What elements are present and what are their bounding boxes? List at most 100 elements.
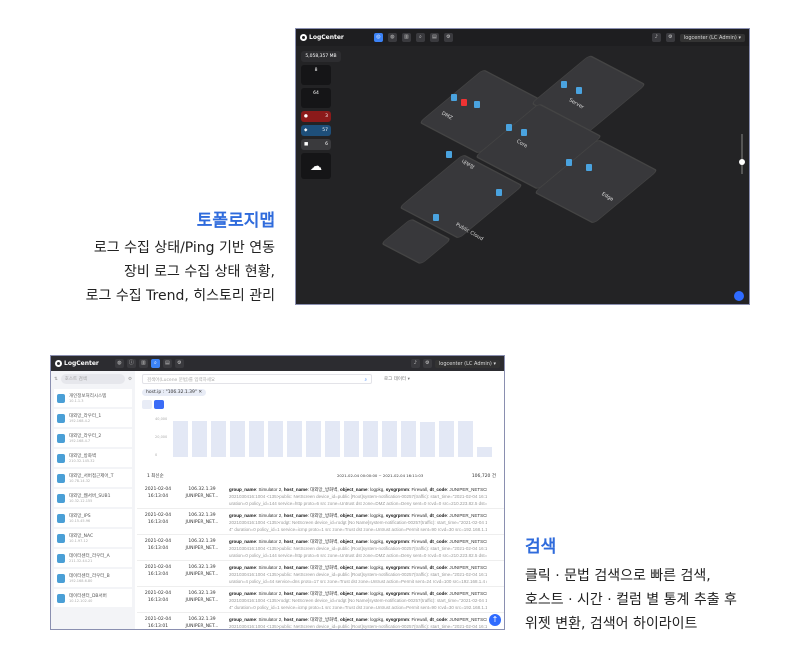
field-key[interactable]: group_name [229, 513, 257, 518]
histogram-bar[interactable] [382, 421, 397, 457]
histogram-bar[interactable] [477, 447, 492, 457]
search-nav-icon[interactable]: ⌕ [415, 33, 425, 42]
error-card[interactable]: ●3 [301, 111, 331, 122]
bell-icon[interactable]: ♪ [410, 359, 420, 368]
histogram-bar[interactable] [420, 421, 435, 457]
settings-icon[interactable]: ⚙ [127, 376, 132, 382]
field-key[interactable]: sysgrprnm [385, 565, 410, 570]
field-key[interactable]: host_name [283, 487, 308, 492]
chart-view-toggle[interactable] [154, 400, 164, 409]
field-key[interactable]: sysgrprnm [385, 513, 410, 518]
device-alert-icon[interactable] [461, 99, 467, 106]
dashboard-nav-icon[interactable]: ◍ [387, 33, 397, 42]
info-nav-icon[interactable]: ⓘ [126, 359, 136, 368]
report-nav-icon[interactable]: ▤ [162, 359, 172, 368]
field-key[interactable]: object_name [339, 617, 368, 622]
histogram-bar[interactable] [173, 421, 188, 457]
sort-icon[interactable]: ⇅ [54, 376, 58, 382]
device-icon[interactable] [433, 214, 439, 221]
chart-nav-icon[interactable]: ▥ [138, 359, 148, 368]
field-key[interactable]: host_name [283, 591, 308, 596]
dashboard-nav-icon[interactable]: ◍ [114, 359, 124, 368]
search-icon[interactable]: ⌕ [364, 378, 367, 383]
histogram-bar[interactable] [287, 421, 302, 457]
histogram-bar[interactable] [230, 421, 245, 457]
field-key[interactable]: host_name [283, 617, 308, 622]
field-key[interactable]: object_name [339, 591, 368, 596]
field-key[interactable]: group_name [229, 539, 257, 544]
device-icon[interactable] [521, 129, 527, 136]
field-key[interactable]: sysgrprnm [385, 487, 410, 492]
field-key[interactable]: dt_code [429, 591, 447, 596]
device-icon[interactable] [474, 101, 480, 108]
device-icon[interactable] [561, 81, 567, 88]
field-key[interactable]: group_name [229, 565, 257, 570]
sort-label[interactable]: 1 최신순 [147, 474, 164, 479]
field-key[interactable]: object_name [339, 539, 368, 544]
gear-icon[interactable]: ⚙ [422, 359, 432, 368]
field-key[interactable]: host_name [283, 539, 308, 544]
cloud-icon[interactable]: ☁ [301, 153, 331, 179]
search-nav-icon[interactable]: ⌕ [150, 359, 160, 368]
settings-doc-nav-icon[interactable]: ⚙ [443, 33, 453, 42]
chart-nav-icon[interactable]: ▥ [401, 33, 411, 42]
topology-nav-icon[interactable]: ◎ [373, 33, 383, 42]
histogram-bar[interactable] [363, 421, 378, 457]
list-view-toggle[interactable] [142, 400, 152, 409]
bell-icon[interactable]: ♪ [651, 33, 661, 42]
host-search-input[interactable]: 호스트 검색 [60, 374, 125, 384]
field-key[interactable]: dt_code [429, 617, 447, 622]
histogram-bar[interactable] [192, 421, 207, 457]
histogram-bar[interactable] [439, 421, 454, 457]
field-key[interactable]: dt_code [429, 513, 447, 518]
gear-icon[interactable]: ⚙ [665, 33, 675, 42]
report-nav-icon[interactable]: ▤ [429, 33, 439, 42]
zoom-slider[interactable] [739, 134, 745, 174]
device-icon[interactable] [506, 124, 512, 131]
field-key[interactable]: object_name [339, 513, 368, 518]
settings-doc-nav-icon[interactable]: ⚙ [174, 359, 184, 368]
device-icon[interactable] [446, 151, 452, 158]
field-key[interactable]: dt_code [429, 487, 447, 492]
device-icon[interactable] [586, 164, 592, 171]
device-icon[interactable] [566, 159, 572, 166]
field-key[interactable]: sysgrprnm [385, 617, 410, 622]
histogram-bar[interactable] [401, 421, 416, 457]
inactive-card[interactable]: ■6 [301, 139, 331, 150]
field-key[interactable]: object_name [339, 487, 368, 492]
scroll-top-button[interactable]: ↑ [489, 614, 501, 626]
histogram-bar[interactable] [325, 421, 340, 457]
histogram-bar[interactable] [306, 421, 321, 457]
add-button[interactable] [734, 291, 744, 301]
filter-chip[interactable]: host.ip : "106.32.1.39" ✕ [142, 389, 207, 396]
field-key[interactable]: sysgrprnm [385, 591, 410, 596]
field-key[interactable]: host_name [283, 565, 308, 570]
field-key[interactable]: group_name [229, 591, 257, 596]
device-icon[interactable] [451, 94, 457, 101]
field-key[interactable]: object_name [339, 565, 368, 570]
histogram-bar[interactable] [268, 421, 283, 457]
device-icon[interactable] [576, 87, 582, 94]
histogram-bar[interactable] [249, 421, 264, 457]
normal-card[interactable]: ◆57 [301, 125, 331, 136]
field-key[interactable]: group_name [229, 617, 257, 622]
field-key[interactable]: sysgrprnm [385, 539, 410, 544]
field-key[interactable]: dt_code [429, 565, 447, 570]
user-menu[interactable]: logcenter (LC Admin) ▾ [679, 33, 745, 42]
field-key[interactable]: dt_code [429, 539, 447, 544]
field-key[interactable]: group_name [229, 487, 257, 492]
